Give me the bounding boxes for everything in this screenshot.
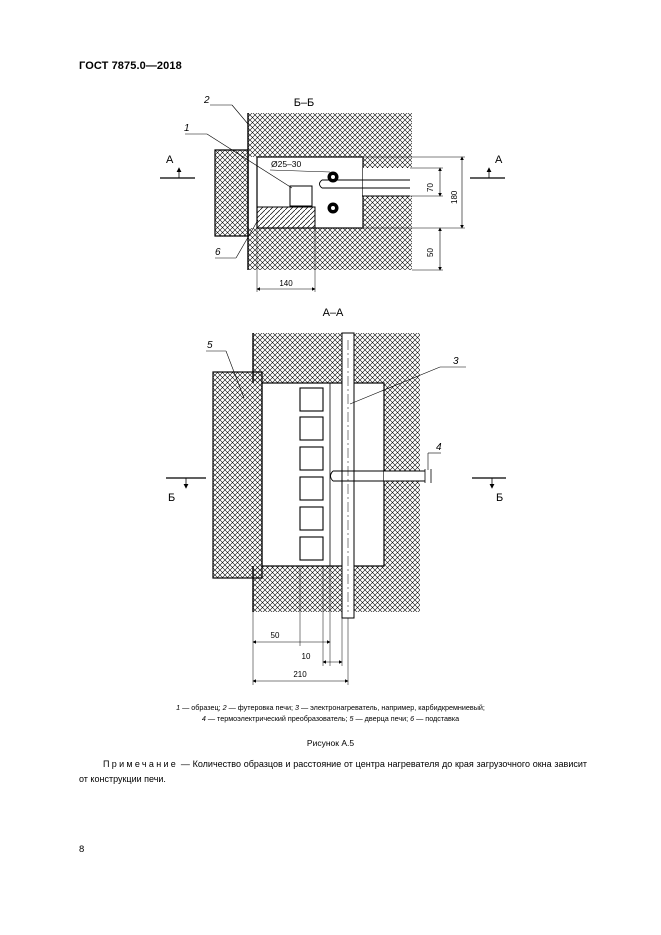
- dim-10-aa: 10: [302, 652, 311, 661]
- dim-140: 140: [279, 279, 293, 288]
- samples-column: [299, 387, 324, 561]
- cut-label-a-left: А: [166, 154, 174, 166]
- callout-6: 6: [215, 247, 221, 258]
- cut-label-b-left: Б: [168, 492, 175, 504]
- callout-1: 1: [184, 123, 190, 134]
- callout-5: 5: [207, 340, 213, 351]
- legend-line-2: 4 — термоэлектрический преобразователь; …: [201, 714, 460, 723]
- section-aa: А–А 5 3: [166, 307, 506, 685]
- furnace-door: [214, 149, 249, 237]
- callout-4: 4: [436, 442, 442, 453]
- document-header: ГОСТ 7875.0—2018: [79, 60, 182, 72]
- thermocouple: [333, 470, 425, 482]
- sample-2: [299, 416, 324, 441]
- note-paragraph: Примечание — Количество образцов и расст…: [79, 757, 587, 786]
- sample-6: [299, 536, 324, 561]
- dim-180: 180: [450, 190, 459, 204]
- cut-label-a-right: А: [495, 154, 503, 166]
- sample-5: [299, 506, 324, 531]
- callout-2: 2: [203, 95, 210, 106]
- furnace-door-aa: [212, 371, 263, 579]
- section-bb-title: Б–Б: [294, 97, 315, 109]
- dim-70: 70: [426, 183, 435, 192]
- support-stand: [256, 206, 316, 229]
- section-bb: Б–Б Ø25–30 70 180: [160, 95, 505, 292]
- sample: [289, 185, 313, 207]
- dim-210-aa: 210: [293, 670, 307, 679]
- cut-label-b-right: Б: [496, 492, 503, 504]
- sample-1: [299, 387, 324, 412]
- legend-line-1: 1 — образец; 2 — футеровка печи; 3 — эле…: [176, 703, 485, 712]
- dim-50-aa: 50: [271, 631, 280, 640]
- dim-50: 50: [426, 248, 435, 257]
- page-number: 8: [79, 844, 85, 855]
- note-label: Примечание: [103, 759, 179, 769]
- section-aa-title: А–А: [323, 307, 344, 319]
- sample-3: [299, 446, 324, 471]
- diameter-label: Ø25–30: [271, 159, 302, 169]
- callout-3: 3: [453, 356, 459, 367]
- sample-4: [299, 476, 324, 501]
- note-text: — Количество образцов и расстояние от це…: [79, 759, 587, 784]
- figure-caption: Рисунок А.5: [306, 738, 355, 748]
